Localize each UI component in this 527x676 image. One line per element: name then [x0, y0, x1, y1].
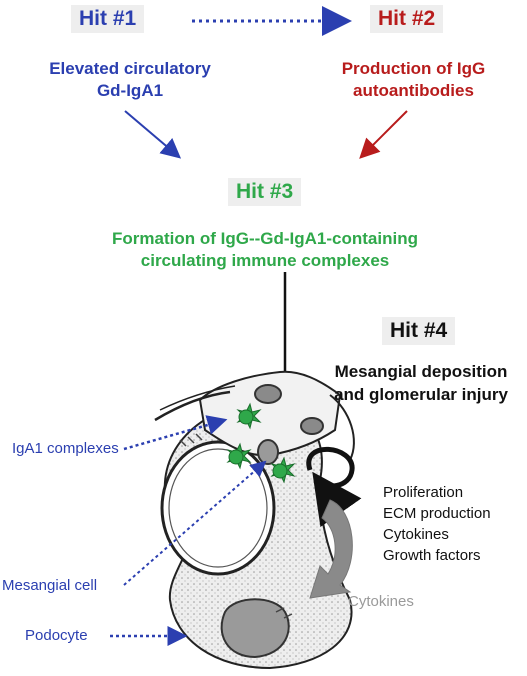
mesangial-cell-pointer: [123, 460, 267, 586]
cytokines-grey-arrow: [309, 499, 353, 599]
cytokines-grey-label: Cytokines: [348, 593, 414, 610]
effects-list: Proliferation ECM production Cytokines G…: [383, 482, 491, 566]
hit1-description-line1: Elevated circulatory: [49, 59, 211, 78]
feedback-curved-arrow: [306, 446, 362, 528]
hit1-to-hit3-arrow: [124, 110, 182, 159]
hit1-description-line2: Gd-IgA1: [96, 81, 164, 100]
hit1-label: Hit #1: [71, 5, 145, 33]
podocyte-nucleus: [220, 598, 290, 659]
effect-item-cytokines: Cytokines: [383, 526, 449, 543]
hit4-description-line2: and glomerular injury: [334, 385, 508, 404]
effect-item-ecm-production: ECM production: [383, 505, 491, 522]
immune-complexes: [226, 402, 296, 484]
hit2-description-line2: autoantibodies: [353, 81, 474, 100]
glomerulus-illustration: [154, 370, 355, 670]
mesangial-cell-nucleus: [254, 384, 282, 404]
hit4-label: Hit #4: [382, 317, 456, 345]
effect-item-growth-factors: Growth factors: [383, 547, 481, 564]
hit3-description-line1: Formation of IgG--Gd-IgA1-containing: [112, 229, 418, 248]
effect-item-proliferation: Proliferation: [383, 484, 464, 501]
iga1-complexes-label: IgA1 complexes: [12, 440, 119, 457]
hit2-label: Hit #2: [370, 5, 444, 33]
mesangial-cell-label: Mesangial cell: [2, 577, 98, 594]
hit2-description-line1: Production of IgG: [341, 59, 486, 78]
hit4-description-line1: Mesangial deposition: [334, 362, 508, 381]
podocyte-label: Podocyte: [25, 627, 88, 644]
hit3-label: Hit #3: [228, 178, 302, 206]
hit2-to-hit3-arrow: [359, 110, 408, 159]
hit3-description-line2: circulating immune complexes: [140, 251, 390, 270]
